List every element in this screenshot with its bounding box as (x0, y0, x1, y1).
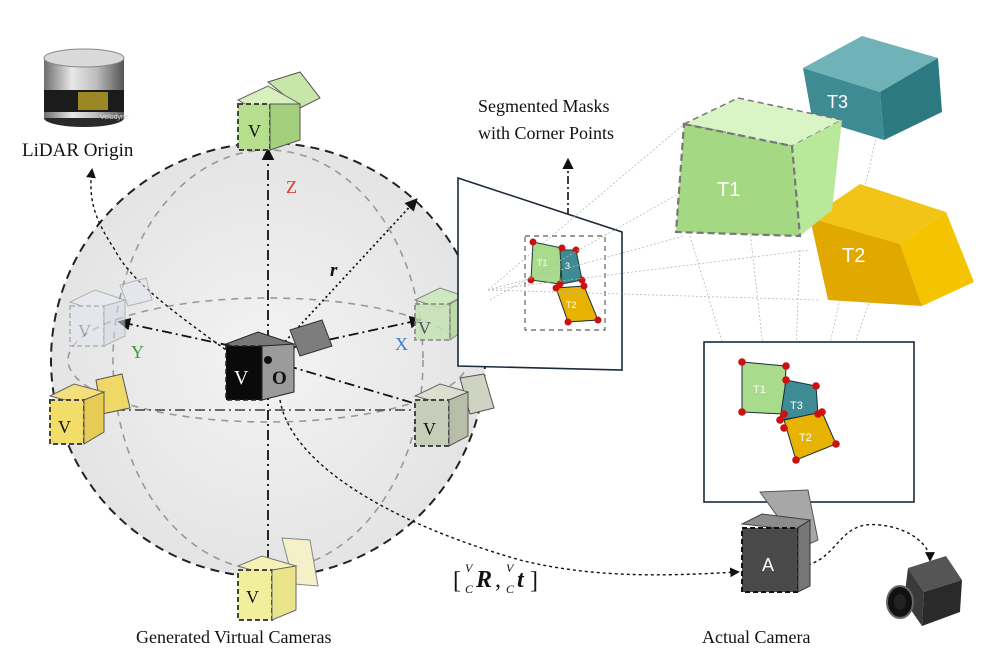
virtual-camera-top: V (236, 71, 321, 151)
lidar-sensor-icon: Velodyne (43, 48, 129, 127)
virtual-cam-label: V (234, 367, 249, 389)
virtual-cam-label: V (246, 587, 259, 607)
actual-camera-label: Actual Camera (702, 627, 810, 647)
target-t3-label: T3 (827, 92, 848, 112)
lidar-brand-text: Velodyne (100, 114, 129, 121)
virtual-camera-lower-right: V (413, 373, 495, 447)
virtual-camera-center: V O (224, 319, 333, 401)
virtual-camera-bottom: V (236, 537, 319, 621)
svg-text:]: ] (530, 568, 538, 594)
virtual-image-plane: T1 3 T2 (457, 176, 623, 371)
generated-virtual-cameras-label: Generated Virtual Cameras (136, 627, 332, 647)
image-t3-label: T3 (790, 400, 803, 412)
image-t1-label: T1 (753, 384, 766, 396)
svg-text:,: , (495, 567, 501, 593)
target-t1: T1 (674, 97, 845, 238)
svg-text:[: [ (453, 568, 461, 594)
mask-t3-label: 3 (565, 261, 570, 271)
industrial-camera-icon (886, 556, 962, 626)
svg-text:R: R (475, 567, 492, 593)
svg-text:V: V (506, 561, 515, 575)
actual-image-plane: T1 T3 T2 (703, 341, 915, 503)
virtual-cam-label: V (423, 419, 436, 439)
origin-label: O (272, 368, 287, 389)
corner-points (527, 238, 602, 326)
virtual-cam-label: V (418, 318, 431, 338)
virtual-camera-lower-left: V (48, 373, 131, 445)
actual-camera-a: A (740, 489, 819, 593)
svg-text:C: C (465, 582, 474, 596)
corner-points (738, 358, 840, 464)
virtual-camera-left: V (68, 277, 153, 347)
virtual-cam-label: V (78, 321, 91, 341)
segmented-masks-label-line1: Segmented Masks (478, 96, 609, 116)
virtual-cam-label: V (248, 121, 261, 141)
target-t1-label: T1 (717, 179, 740, 201)
image-t2-label: T2 (799, 432, 812, 444)
mask-t1-label: T1 (537, 258, 548, 268)
axis-y-label: Y (131, 342, 144, 362)
extrinsic-transform-label: [ V C R , V C t ] (453, 561, 538, 596)
mask-t2-label: T2 (566, 300, 577, 310)
svg-text:V: V (465, 561, 474, 575)
lidar-origin-label: LiDAR Origin (22, 140, 134, 161)
svg-text:t: t (517, 567, 525, 593)
target-t3: T3 (803, 36, 942, 140)
actual-cam-label: A (762, 555, 774, 575)
target-t2: T2 (810, 184, 974, 306)
target-t2-label: T2 (842, 245, 865, 267)
flow-curves (86, 157, 935, 578)
svg-text:C: C (506, 582, 515, 596)
radius-label: r (330, 260, 338, 281)
axis-z-label: Z (286, 177, 297, 197)
virtual-cam-label: V (58, 417, 71, 437)
axis-x-label: X (395, 334, 408, 354)
segmented-masks-label-line2: with Corner Points (478, 123, 614, 143)
